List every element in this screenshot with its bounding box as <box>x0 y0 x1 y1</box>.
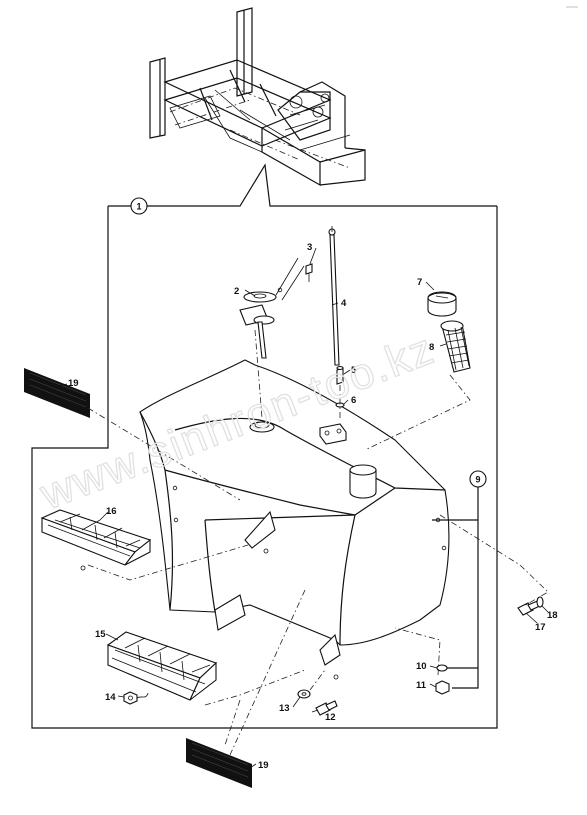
group-1-box <box>31 206 498 729</box>
decal-19-upper <box>24 368 90 418</box>
page-marker: xxxxxx <box>566 4 578 9</box>
label-16: 16 <box>106 506 117 517</box>
label-5: 5 <box>351 365 357 376</box>
label-19-upper: 19 <box>68 378 79 389</box>
assembly-lines <box>87 329 549 756</box>
label-15: 15 <box>95 629 106 640</box>
label-17: 17 <box>535 622 546 633</box>
label-12: 12 <box>325 712 336 723</box>
callout-9-circle <box>469 470 487 488</box>
chassis-frame <box>149 7 366 187</box>
leader-lines <box>57 247 549 769</box>
decal-19-lower <box>186 738 252 788</box>
fasteners <box>123 257 544 716</box>
callout-9-label: 9 <box>475 475 480 485</box>
part-labels: 2 3 4 5 6 7 8 10 11 12 13 14 15 16 17 18… <box>68 242 558 771</box>
label-10: 10 <box>416 661 427 672</box>
fuel-gauge-sender <box>239 291 277 359</box>
strainer <box>440 320 471 373</box>
label-8: 8 <box>429 342 434 353</box>
fuel-tank <box>139 359 450 666</box>
label-19-lower: 19 <box>258 760 269 771</box>
label-18: 18 <box>547 610 558 621</box>
label-13: 13 <box>279 703 290 714</box>
dipstick <box>328 226 340 366</box>
callout-1-label: 1 <box>136 202 141 212</box>
label-3: 3 <box>307 242 312 253</box>
label-7: 7 <box>417 277 422 288</box>
step-16 <box>40 509 152 571</box>
label-11: 11 <box>416 680 427 691</box>
group-1-box-top <box>108 163 497 207</box>
label-6: 6 <box>351 395 356 406</box>
label-4: 4 <box>341 298 347 309</box>
label-14: 14 <box>105 692 116 703</box>
label-2: 2 <box>234 286 239 297</box>
filler-cap <box>427 291 457 317</box>
step-15 <box>106 631 218 701</box>
callout-1-circle <box>130 197 148 215</box>
